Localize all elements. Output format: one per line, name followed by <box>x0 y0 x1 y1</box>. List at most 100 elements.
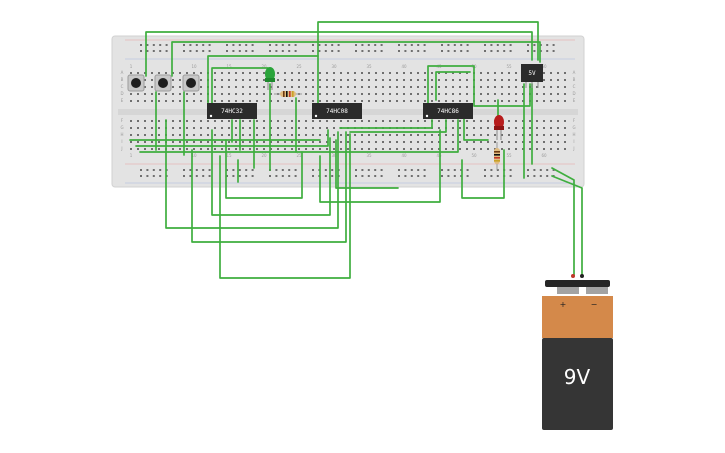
breadboard-hole <box>270 134 272 136</box>
breadboard-hole <box>445 100 447 102</box>
breadboard-hole <box>333 148 335 150</box>
breadboard-hole <box>251 175 254 177</box>
breadboard-hole <box>277 100 279 102</box>
resistor-2[interactable] <box>494 142 500 170</box>
column-number: 55 <box>506 64 512 69</box>
breadboard-hole <box>424 134 426 136</box>
breadboard-hole <box>382 134 384 136</box>
breadboard-hole <box>251 169 254 171</box>
breadboard-hole <box>326 141 328 143</box>
breadboard-hole <box>324 175 327 177</box>
pushbutton-2[interactable] <box>154 74 172 92</box>
column-number: 10 <box>191 153 197 158</box>
breadboard-hole <box>137 127 139 129</box>
column-number: 30 <box>331 64 337 69</box>
breadboard-hole <box>536 141 538 143</box>
breadboard-hole <box>452 134 454 136</box>
breadboard-hole <box>452 127 454 129</box>
breadboard-hole <box>501 148 503 150</box>
breadboard-hole <box>459 148 461 150</box>
breadboard-hole <box>480 127 482 129</box>
breadboard-hole <box>331 50 334 52</box>
breadboard-hole <box>424 100 426 102</box>
breadboard-hole <box>550 72 552 74</box>
breadboard-hole <box>263 134 265 136</box>
breadboard-hole <box>487 148 489 150</box>
breadboard-hole <box>221 86 223 88</box>
green-led[interactable] <box>265 67 275 90</box>
breadboard-hole <box>552 169 555 171</box>
breadboard-hole <box>424 148 426 150</box>
breadboard-hole <box>228 127 230 129</box>
breadboard-hole <box>361 134 363 136</box>
pushbutton-cap[interactable] <box>131 78 141 88</box>
pushbutton-cap[interactable] <box>186 78 196 88</box>
breadboard-hole <box>431 141 433 143</box>
resistor-1[interactable] <box>274 91 302 97</box>
breadboard-hole <box>333 134 335 136</box>
breadboard-hole <box>183 50 185 52</box>
breadboard-hole <box>340 141 342 143</box>
breadboard-hole <box>277 120 279 122</box>
battery-9v[interactable]: + − 9V <box>542 274 613 430</box>
breadboard-hole <box>318 50 321 52</box>
breadboard-hole <box>529 127 531 129</box>
breadboard-hole <box>355 44 357 46</box>
breadboard-hole <box>536 100 538 102</box>
pushbutton-1[interactable] <box>127 74 145 92</box>
voltage-regulator[interactable]: 5V <box>521 64 543 88</box>
chip-74hc32[interactable]: 74HC32 <box>207 103 257 119</box>
breadboard-hole <box>347 93 349 95</box>
breadboard-hole <box>347 79 349 81</box>
wire <box>551 175 583 277</box>
breadboard-hole <box>487 134 489 136</box>
breadboard-hole <box>480 72 482 74</box>
breadboard-hole <box>235 141 237 143</box>
breadboard-hole <box>501 93 503 95</box>
breadboard-hole <box>417 44 420 46</box>
breadboard-hole <box>235 93 237 95</box>
breadboard-hole <box>550 134 552 136</box>
breadboard-hole <box>452 120 454 122</box>
chip-74hc86[interactable]: 74HC86 <box>423 103 473 119</box>
breadboard-hole <box>460 50 463 52</box>
breadboard-hole <box>557 72 559 74</box>
breadboard-hole <box>172 100 174 102</box>
breadboard-hole <box>543 79 545 81</box>
breadboard-hole <box>269 44 271 46</box>
breadboard-hole <box>305 79 307 81</box>
breadboard-hole <box>564 93 566 95</box>
breadboard-hole <box>200 148 202 150</box>
pushbutton-cap[interactable] <box>158 78 168 88</box>
breadboard-hole <box>312 148 314 150</box>
row-letter: E <box>573 98 576 103</box>
breadboard-hole <box>179 148 181 150</box>
breadboard-hole <box>403 72 405 74</box>
chip-74hc08[interactable]: 74HC08 <box>312 103 362 119</box>
breadboard-hole <box>508 93 510 95</box>
breadboard-hole <box>202 44 205 46</box>
breadboard-hole <box>333 93 335 95</box>
breadboard-hole <box>151 72 153 74</box>
breadboard-hole <box>298 120 300 122</box>
breadboard-hole <box>410 50 413 52</box>
breadboard-hole <box>256 120 258 122</box>
breadboard-hole <box>235 127 237 129</box>
breadboard-hole <box>294 169 297 171</box>
pushbutton-3[interactable] <box>182 74 200 92</box>
breadboard-hole <box>207 141 209 143</box>
breadboard-hole <box>417 120 419 122</box>
breadboard-hole <box>200 127 202 129</box>
breadboard-hole <box>361 93 363 95</box>
breadboard-hole <box>291 86 293 88</box>
breadboard-hole <box>453 44 456 46</box>
breadboard-hole <box>396 141 398 143</box>
breadboard-hole <box>284 120 286 122</box>
red-led[interactable] <box>494 115 504 140</box>
breadboard-hole <box>438 141 440 143</box>
breadboard-hole <box>270 100 272 102</box>
breadboard-hole <box>284 100 286 102</box>
breadboard-hole <box>539 175 542 177</box>
breadboard-hole <box>398 175 400 177</box>
breadboard-hole <box>249 120 251 122</box>
